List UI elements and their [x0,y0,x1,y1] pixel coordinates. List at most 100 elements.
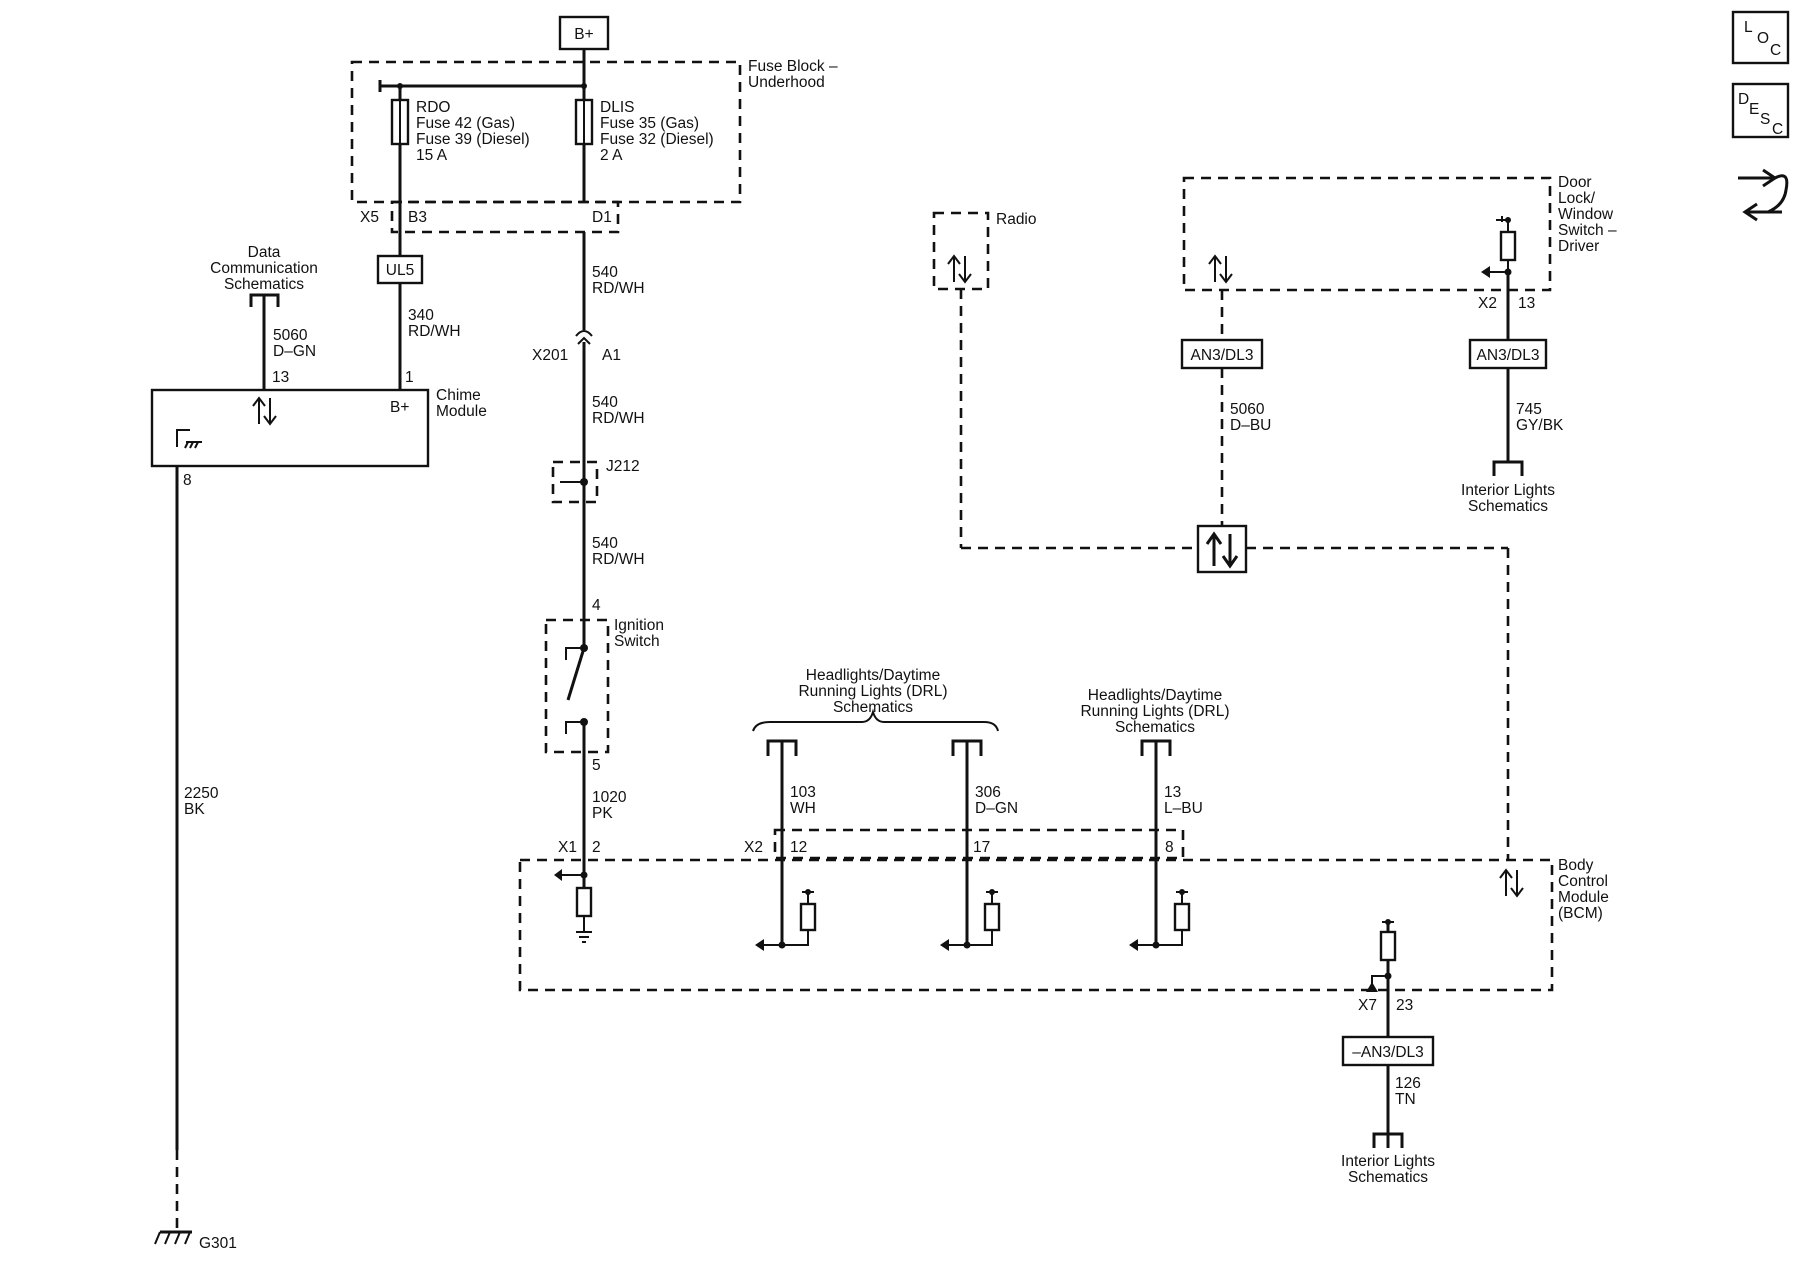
fuse-block-label-1: Fuse Block – [748,58,838,75]
b-plus-source: B+ [558,15,610,51]
door-label-5: Driver [1558,238,1599,255]
wire-2250-label: 2250 [184,785,219,802]
bcm-serial-data-arrows-icon [1499,868,1524,898]
loc-icon[interactable]: L O C [1731,10,1790,65]
hl2-l2: Running Lights (DRL) [1080,703,1229,720]
interior-2-l2: Schematics [1348,1169,1428,1186]
swap-arrows-icon[interactable] [1738,168,1789,222]
bcm-label-3: Module [1558,889,1609,906]
data-comm-l2: Communication [210,260,318,277]
ignition-switch: Ignition Switch [544,617,664,754]
chime-module: Chime Module B+ [150,387,487,468]
rdo-fuse-line1: Fuse 42 (Gas) [416,115,515,132]
bcm-input-circuit-12 [755,889,817,951]
interior-2-l1: Interior Lights [1341,1153,1435,1170]
wire-13-label: 13 [1164,784,1181,801]
hl1-l3: Schematics [833,699,913,716]
b-plus-label: B+ [574,26,593,43]
interior-1-l1: Interior Lights [1461,482,1555,499]
interior-lights-reference-1[interactable]: Interior Lights Schematics [1461,460,1555,515]
wire-5060-door-label: 5060 [1230,401,1265,418]
headlights-drl-reference-1[interactable]: Headlights/Daytime Running Lights (DRL) … [752,667,999,756]
wire-745-label: 745 [1516,401,1542,418]
wire-5060-color: D–GN [273,343,316,360]
wire-306-label: 306 [975,784,1001,801]
radio: Radio [932,211,1037,291]
connector-x5: X5 B3 D1 [360,200,620,234]
dlis-fuse-name: DLIS [600,99,634,116]
hl1-l2: Running Lights (DRL) [798,683,947,700]
door-label-4: Switch – [1558,222,1617,239]
data-communication-reference[interactable]: Data Communication Schematics [210,244,318,307]
loc-icon-c: C [1770,42,1781,59]
radio-serial-data-arrows-icon [947,254,972,284]
ground-g301: G301 [154,1230,237,1252]
wire-5060-door-color: D–BU [1230,417,1271,434]
wire-745-color: GY/BK [1516,417,1564,434]
pin-17-label: 17 [973,839,990,856]
ul5-option-box: UL5 [376,254,424,285]
ign-pin-4: 4 [592,597,601,614]
desc-icon-c: C [1772,121,1783,138]
door-connector-x2-label: X2 [1478,295,1497,312]
wire-1020-label: 1020 [592,789,627,806]
ignition-switch-label-1: Ignition [614,617,664,634]
door-label-1: Door [1558,174,1592,191]
an3-3-label: –AN3/DL3 [1352,1044,1424,1061]
pin-8-label: 8 [1165,839,1174,856]
wire-540-c-label: 540 [592,535,618,552]
wire-103: 103 WH [780,741,816,945]
ground-g301-label: G301 [199,1235,237,1252]
wire-126-color: TN [1395,1091,1416,1108]
bcm-output-circuit-23: X7 23 [1358,919,1413,1058]
wire-540-b-label: 540 [592,394,618,411]
an3-dl3-option-box-2: AN3/DL3 [1468,338,1548,370]
bcm-label-2: Control [1558,873,1608,890]
interior-1-l2: Schematics [1468,498,1548,515]
wire-1020-color: PK [592,805,613,822]
pin-a1-label: A1 [602,347,621,364]
wire-306-color: D–GN [975,800,1018,817]
chime-module-label-2: Module [436,403,487,420]
pin-12-label: 12 [790,839,807,856]
dlis-fuse-line2: Fuse 32 (Diesel) [600,131,714,148]
chime-pin-1: 1 [405,369,414,386]
radio-label: Radio [996,211,1037,228]
pin-b3-label: B3 [408,209,427,226]
fuse-block-label-2: Underhood [748,74,825,91]
rdo-fuse-rating: 15 A [416,147,448,164]
desc-icon-e: E [1749,101,1759,118]
hl2-l3: Schematics [1115,719,1195,736]
ignition-switch-label-2: Switch [614,633,660,650]
desc-icon-s: S [1760,111,1770,128]
loc-icon-l: L [1744,19,1753,36]
bcm-label-4: (BCM) [1558,905,1603,922]
wire-540-b-color: RD/WH [592,410,645,427]
connector-x201-label: X201 [532,347,568,364]
an3-2-label: AN3/DL3 [1477,347,1540,364]
loc-icon-o: O [1757,30,1769,47]
wire-126-label: 126 [1395,1075,1421,1092]
desc-icon[interactable]: D E S C [1731,82,1790,139]
rdo-fuse-name: RDO [416,99,450,116]
connector-x2: X2 12 17 8 [744,828,1185,860]
door-label-3: Window [1558,206,1614,223]
ul5-label: UL5 [386,262,414,279]
interior-lights-reference-2[interactable]: Interior Lights Schematics [1341,1132,1435,1186]
headlights-drl-reference-2[interactable]: Headlights/Daytime Running Lights (DRL) … [1080,687,1230,756]
wire-340-label: 340 [408,307,434,324]
connector-x5-label: X5 [360,209,379,226]
connector-x1-label: X1 [558,839,577,856]
dlis-fuse-line1: Fuse 35 (Gas) [600,115,699,132]
pin-2-label: 2 [592,839,601,856]
bcm-ignition-input [554,869,593,943]
bcm-input-circuit-17 [940,889,1001,951]
bcm-input-circuit-8 [1129,889,1191,951]
chime-bplus-label: B+ [390,399,409,416]
an3-dl3-option-box-1: AN3/DL3 [1180,338,1264,370]
desc-icon-d: D [1738,91,1749,108]
door-lock-window-switch-driver: Door Lock/ Window Switch – Driver [1182,174,1617,292]
door-label-2: Lock/ [1558,190,1596,207]
hl2-l1: Headlights/Daytime [1088,687,1222,704]
